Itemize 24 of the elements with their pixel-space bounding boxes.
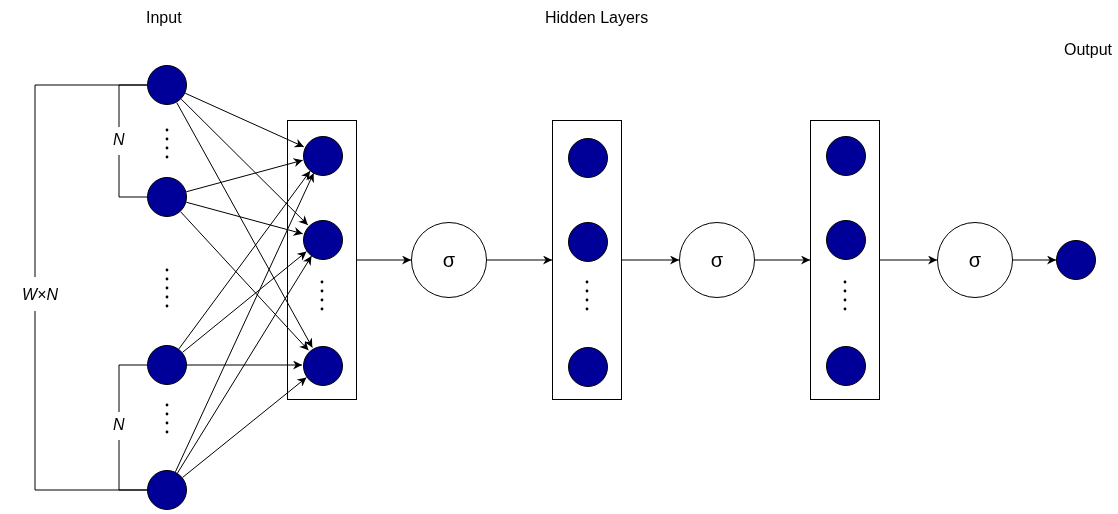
arrow bbox=[754, 255, 811, 265]
arrow bbox=[182, 377, 307, 478]
dimension-label: N bbox=[113, 130, 125, 150]
arrow bbox=[176, 102, 313, 348]
arrow bbox=[1012, 255, 1057, 265]
layer-box bbox=[287, 120, 357, 400]
arrow bbox=[180, 98, 309, 226]
heading-label: Input bbox=[146, 8, 182, 28]
heading-label: Hidden Layers bbox=[545, 8, 649, 28]
arrow bbox=[879, 255, 938, 265]
arrow bbox=[486, 255, 553, 265]
arrow bbox=[180, 211, 309, 351]
dimension-label: N bbox=[113, 415, 125, 435]
arrow bbox=[185, 158, 304, 193]
arrow bbox=[177, 255, 312, 474]
arrow bbox=[185, 201, 304, 236]
arrow bbox=[356, 255, 412, 265]
arrow bbox=[186, 360, 303, 370]
heading-label: Output bbox=[1063, 40, 1112, 60]
arrow bbox=[178, 170, 311, 350]
layer-box bbox=[810, 120, 880, 400]
arrow bbox=[621, 255, 680, 265]
arrow bbox=[182, 251, 307, 353]
layer-box bbox=[552, 120, 622, 400]
